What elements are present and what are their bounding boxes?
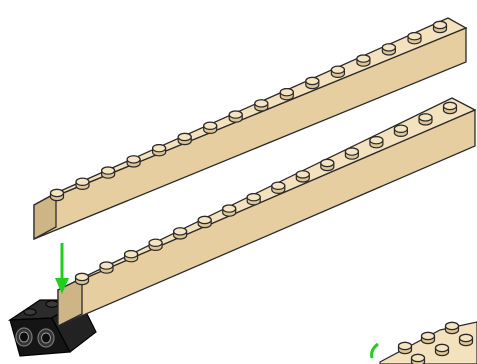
preview-stud	[412, 354, 425, 364]
tan-brick-lower-stud	[198, 216, 211, 227]
tan-brick-upper-stud	[255, 100, 268, 111]
tan-brick-lower-stud	[223, 205, 236, 216]
preview-stud	[436, 344, 449, 355]
tan-brick-upper-stud	[382, 44, 395, 55]
tan-brick-lower-stud	[444, 102, 457, 113]
preview-stud	[422, 332, 435, 343]
preview-stud	[460, 334, 473, 345]
tan-brick-upper-stud	[51, 189, 64, 200]
tan-brick-lower-stud	[321, 159, 334, 170]
tan-brick-upper-stud	[434, 21, 447, 32]
partial-assembly-preview	[372, 322, 477, 364]
tan-brick-lower-stud	[370, 137, 383, 148]
tan-brick-upper-stud	[153, 145, 166, 156]
tan-brick-lower-stud	[125, 251, 138, 262]
tan-brick-lower-stud	[100, 262, 113, 273]
preview-stud	[399, 342, 412, 353]
tan-brick-lower-stud	[247, 194, 260, 205]
tan-brick-upper-stud	[204, 122, 217, 133]
tan-brick-lower-stud	[394, 125, 407, 136]
tan-brick-upper-stud	[127, 156, 140, 167]
tan-brick-upper-stud	[76, 178, 89, 189]
tan-brick-upper-stud	[408, 33, 421, 44]
tan-brick-lower-stud	[174, 228, 187, 239]
tan-brick-upper-stud	[306, 77, 319, 88]
tan-brick-lower-stud	[149, 239, 162, 250]
preview-stud	[446, 322, 459, 333]
tan-brick-lower-stud	[296, 171, 309, 182]
tan-brick-lower-stud	[419, 114, 432, 125]
tan-brick-upper-stud	[280, 89, 293, 100]
tan-brick-upper-stud	[229, 111, 242, 122]
tan-brick-upper-stud	[357, 55, 370, 66]
tan-brick-lower-stud	[272, 182, 285, 193]
tan-brick-lower-stud	[345, 148, 358, 159]
tan-brick-upper-stud	[102, 167, 115, 178]
tan-brick-lower-stud	[76, 273, 89, 284]
tan-brick-upper-stud	[178, 133, 191, 144]
tan-brick-upper-stud	[331, 66, 344, 77]
